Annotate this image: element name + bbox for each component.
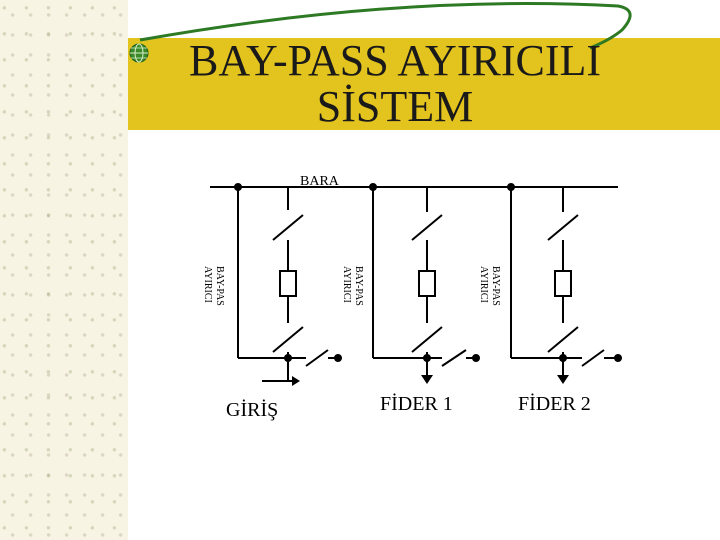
bypass-node — [472, 354, 480, 362]
bypass-disconnector — [581, 349, 605, 367]
decorative-swoosh — [139, 2, 632, 50]
circuit-breaker — [554, 270, 572, 297]
bypass-label: BAY-PAS AYIRICI — [341, 266, 364, 308]
globe-bullet-icon — [129, 43, 149, 63]
junction-node — [423, 354, 431, 362]
disconnector-upper — [411, 214, 443, 241]
feeder-label-fider-1: FİDER 1 — [380, 392, 453, 415]
bay-fider-1: FİDER 1 BAY-PAS AYIRICI — [341, 183, 480, 415]
bypass-label: BAY-PAS AYIRICI — [478, 266, 501, 308]
junction-node — [284, 354, 292, 362]
disconnector-lower — [547, 326, 579, 353]
feeder-label-giris: GİRİŞ — [226, 398, 278, 421]
circuit-breaker — [279, 270, 297, 297]
bypass-label: BAY-PAS AYIRICI — [202, 266, 225, 308]
input-arrow-icon — [292, 376, 300, 386]
title-line-1: BAY-PASS AYIRICILI — [188, 36, 602, 85]
title-band — [128, 38, 720, 130]
bypass-node — [614, 354, 622, 362]
disconnector-lower — [272, 326, 304, 353]
bypass-node — [334, 354, 342, 362]
circuit-breaker — [418, 270, 436, 297]
slide-title: BAY-PASS AYIRICILI SİSTEM — [150, 38, 640, 130]
output-arrow-icon — [421, 375, 433, 384]
bypass-disconnector — [305, 349, 329, 367]
disconnector-upper — [272, 214, 304, 241]
bay-fider-2: FİDER 2 BAY-PAS AYIRICI — [478, 183, 622, 415]
decorative-pattern-strip — [0, 0, 128, 540]
busbar-label: BARA — [300, 174, 340, 189]
bay-giris: GİRİŞ BAY-PAS AYIRICI — [202, 183, 342, 421]
title-line-2: SİSTEM — [316, 82, 474, 131]
output-arrow-icon — [557, 375, 569, 384]
junction-node — [559, 354, 567, 362]
bypass-disconnector — [441, 349, 467, 367]
disconnector-upper — [547, 214, 579, 241]
disconnector-lower — [411, 326, 443, 353]
feeder-label-fider-2: FİDER 2 — [518, 392, 591, 415]
